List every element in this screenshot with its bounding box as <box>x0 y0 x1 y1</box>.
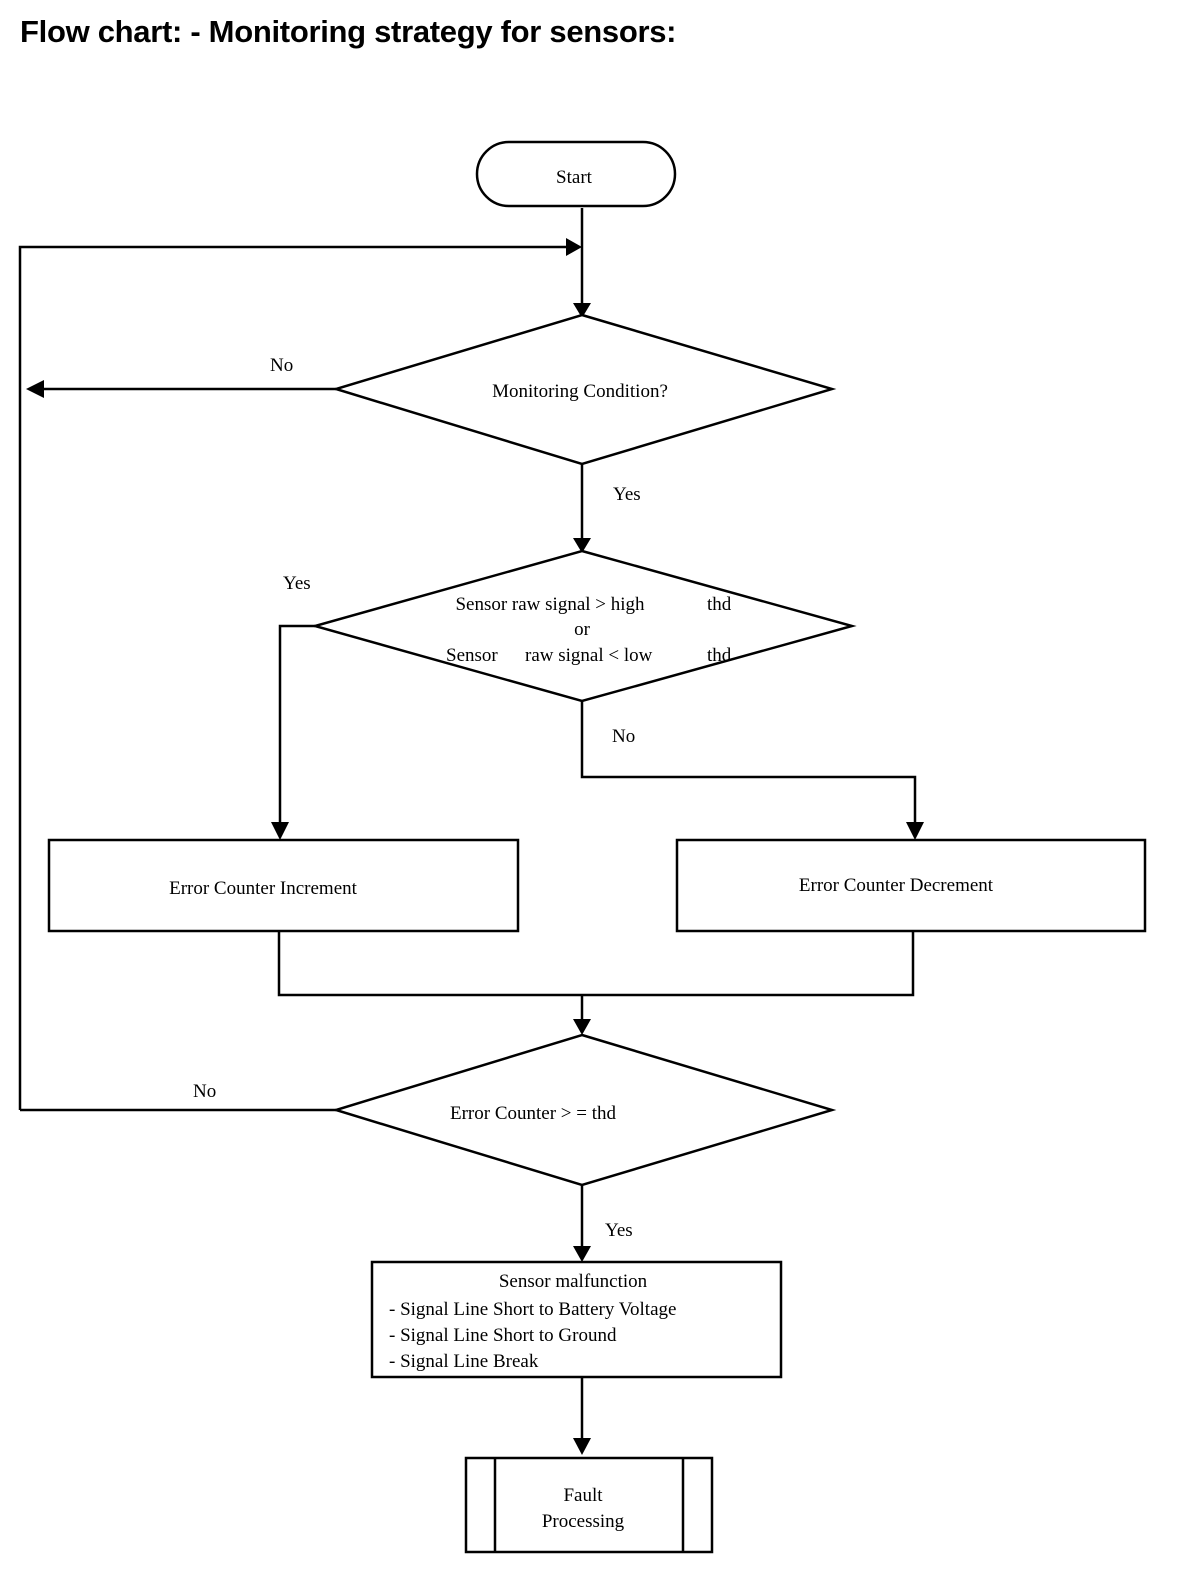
edge-signal-no <box>580 701 917 825</box>
start-label: Start <box>556 167 593 188</box>
edge-label-monitoring-no: No <box>270 355 293 376</box>
edge-labels: No Yes Yes No No Yes <box>193 355 641 1241</box>
signal-check-line1-thd: thd <box>707 594 732 615</box>
malfunction-item: - Signal Line Short to Ground <box>389 1325 617 1346</box>
edge-merge <box>277 931 915 997</box>
signal-check-line3: raw signal < low <box>525 645 653 666</box>
fault-processing-line1: Fault <box>563 1485 603 1506</box>
malfunction-item: - Signal Line Short to Battery Voltage <box>389 1299 676 1320</box>
monitoring-condition-node: Monitoring Condition? <box>331 313 837 466</box>
page-title: Flow chart: - Monitoring strategy for se… <box>20 14 677 49</box>
edge-signal-yes <box>278 624 315 825</box>
edge-label-signal-yes: Yes <box>283 573 311 594</box>
counter-check-node: Error Counter > = thd <box>331 1033 837 1187</box>
increment-label: Error Counter Increment <box>169 878 358 899</box>
edge-label-monitoring-yes: Yes <box>613 484 641 505</box>
arrow-head <box>271 822 289 840</box>
counter-check-label: Error Counter > = thd <box>450 1103 617 1124</box>
fault-processing-node: Fault Processing <box>464 1456 714 1554</box>
edge-label-signal-no: No <box>612 726 635 747</box>
fault-processing-line2: Processing <box>542 1511 625 1532</box>
signal-check-or: or <box>574 619 591 640</box>
edge-label-counter-yes: Yes <box>605 1220 633 1241</box>
malfunction-item: - Signal Line Break <box>389 1351 539 1372</box>
arrow-head <box>573 1438 591 1455</box>
arrow-head <box>573 303 591 318</box>
malfunction-title: Sensor malfunction <box>499 1271 648 1292</box>
signal-check-line3-sensor: Sensor <box>446 645 498 666</box>
arrow-head <box>573 538 591 553</box>
edge-label-counter-no: No <box>193 1081 216 1102</box>
arrow-head <box>26 380 44 398</box>
arrow-head <box>573 1019 591 1035</box>
connectors <box>18 208 924 1455</box>
monitoring-condition-label: Monitoring Condition? <box>492 381 668 402</box>
increment-node: Error Counter Increment <box>47 838 520 933</box>
signal-check-line3-thd: thd <box>707 645 732 666</box>
edge-loop-back <box>18 245 567 1110</box>
start-node: Start <box>475 140 677 208</box>
signal-check-node: Sensor raw signal > high thd or Sensor r… <box>310 549 857 703</box>
malfunction-node: Sensor malfunction - Signal Line Short t… <box>370 1260 783 1379</box>
arrow-head <box>573 1246 591 1262</box>
signal-check-line1: Sensor raw signal > high <box>455 594 645 615</box>
arrow-head <box>906 822 924 840</box>
arrow-head <box>566 238 582 256</box>
decrement-node: Error Counter Decrement <box>675 838 1147 933</box>
decrement-label: Error Counter Decrement <box>799 875 994 896</box>
